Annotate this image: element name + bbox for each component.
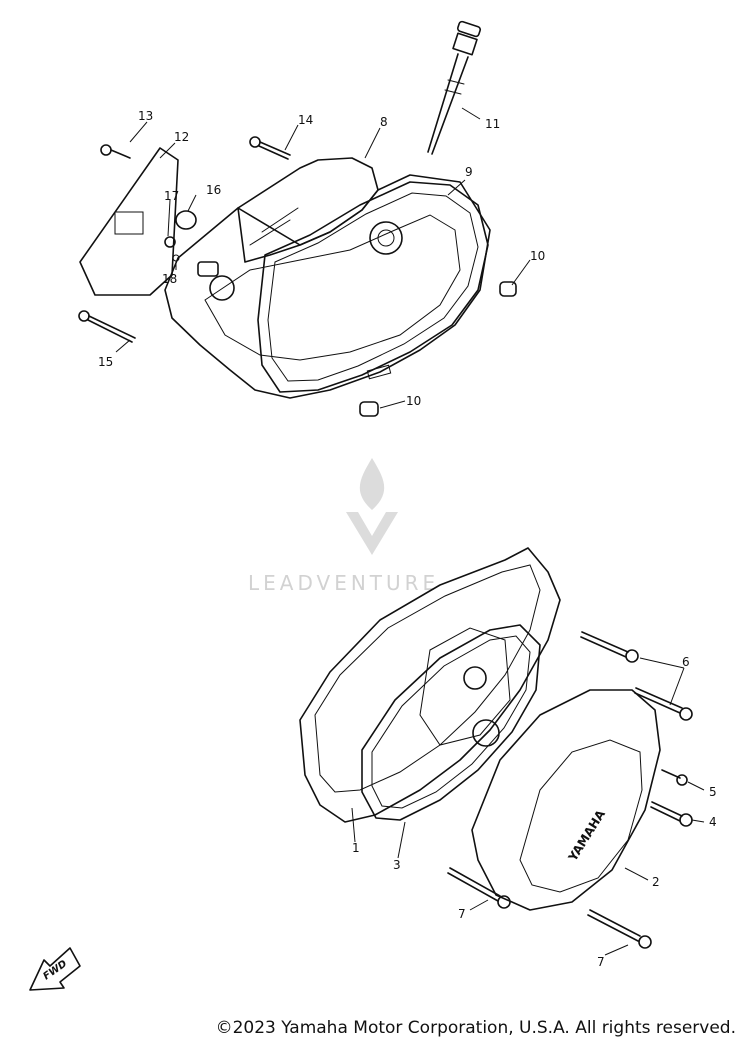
- callout-10-upper: 10: [530, 249, 545, 263]
- generator-cover-face: [519, 739, 643, 893]
- screw-4: [650, 801, 693, 827]
- callout-7-right: 7: [597, 955, 605, 969]
- callout-17: 17: [164, 189, 179, 203]
- callout-2: 2: [652, 875, 660, 889]
- left-cover-housing: [299, 547, 561, 823]
- cover-plate: [79, 147, 179, 296]
- cover-gasket-inner: [267, 192, 479, 382]
- cover-inner-edge: [204, 214, 461, 361]
- left-cover-flange: [314, 564, 541, 793]
- kickstart-boss: [369, 221, 403, 255]
- left-cover-inner-plate: [419, 627, 511, 746]
- oil-filler-cap: [427, 20, 482, 155]
- callout-3: 3: [393, 858, 401, 872]
- copyright-notice: ©2023 Yamaha Motor Corporation, U.S.A. A…: [215, 1018, 736, 1038]
- screw-7-right: [587, 909, 652, 949]
- screw-6-upper: [580, 631, 639, 663]
- cover-brand-logo: YAMAHA: [565, 807, 608, 865]
- callout-10-lower: 10: [406, 394, 421, 408]
- callout-15: 15: [98, 355, 113, 369]
- cover-gasket: [257, 181, 489, 393]
- screw-7-left: [447, 867, 511, 909]
- dowel-pin: [499, 281, 517, 297]
- forward-arrow-icon: FWD: [29, 947, 81, 991]
- callout-1: 1: [352, 841, 360, 855]
- bolt-17: [164, 236, 176, 248]
- callout-12: 12: [174, 130, 189, 144]
- cover-rib: [261, 207, 299, 233]
- upper-leaders: [115, 107, 531, 409]
- callout-9: 9: [465, 165, 473, 179]
- oil-window: [209, 275, 235, 301]
- lower-leaders: [351, 657, 705, 956]
- callout-7-left: 7: [458, 907, 466, 921]
- plate-label: [114, 211, 144, 235]
- callout-18: 18: [162, 272, 177, 286]
- generator-cover: [471, 689, 661, 911]
- crankcase-cover-outline: [164, 174, 491, 399]
- left-cover-gasket-inner: [371, 635, 531, 809]
- watermark-text: LEADVENTURE: [248, 571, 439, 595]
- callout-5: 5: [709, 785, 717, 799]
- screw-6-lower: [634, 687, 693, 721]
- right-crankcase-cover-assembly: [78, 20, 517, 417]
- callout-11: 11: [485, 117, 500, 131]
- screw-5: [661, 769, 688, 786]
- oil-level-cap: [175, 210, 197, 230]
- callout-16: 16: [206, 183, 221, 197]
- callout-4: 4: [709, 815, 717, 829]
- left-cover-gasket: [361, 624, 541, 821]
- screw-13: [100, 144, 131, 159]
- plug-seat: [197, 261, 219, 277]
- screw-15: [78, 310, 136, 343]
- callout-6: 6: [682, 655, 690, 669]
- watermark: LEADVENTURE: [248, 458, 439, 595]
- watermark-flame-icon: [359, 458, 385, 510]
- callout-14: 14: [298, 113, 313, 127]
- screw-14: [249, 136, 291, 160]
- dowel-pin-lower: [359, 401, 379, 417]
- callout-13: 13: [138, 109, 153, 123]
- cover-rib-2: [249, 219, 291, 246]
- stator-boss: [463, 666, 487, 690]
- kickstart-boss-inner: [377, 229, 395, 247]
- watermark-v-icon: [346, 512, 398, 555]
- left-crankcase-cover-assembly: YAMAHA: [299, 547, 693, 949]
- callout-8: 8: [380, 115, 388, 129]
